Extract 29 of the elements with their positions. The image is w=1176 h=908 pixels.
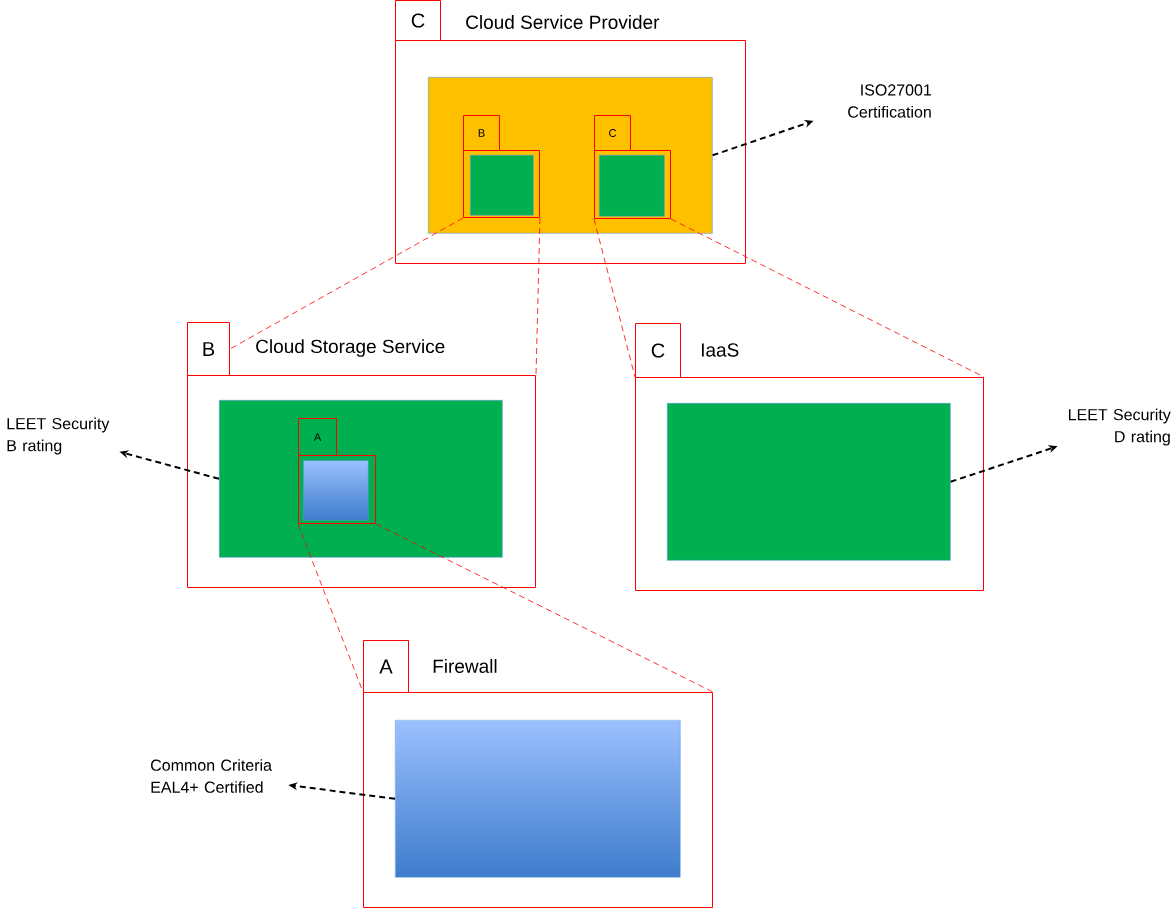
zoom-line [670, 218, 985, 378]
tag-box: B [463, 115, 500, 151]
heading: Firewall [433, 659, 497, 673]
tag-box: A [298, 418, 337, 456]
service-box [667, 403, 951, 561]
highlight-box [463, 150, 540, 218]
zoom-line [375, 523, 714, 693]
tag-box: A [363, 640, 409, 693]
highlight-box [594, 150, 671, 219]
annotation-text: ISO27001 Certification [848, 84, 931, 118]
component-box [470, 155, 534, 216]
zoom-line [535, 217, 541, 376]
tag-box: C [635, 323, 681, 378]
service-box [219, 400, 503, 558]
zoom-line [297, 523, 364, 693]
zoom-line [229, 217, 464, 350]
annotation-text: LEET Security D rating [1068, 408, 1171, 446]
heading: Cloud Service Provider [466, 15, 660, 29]
component-box [599, 155, 665, 217]
tag-box: C [594, 115, 631, 151]
tag-box: C [395, 0, 441, 41]
annotation-text: Common Criteria EAL4+ Certified [151, 759, 272, 793]
heading: IaaS [701, 343, 739, 357]
heading: Cloud Storage Service [256, 339, 445, 357]
tag-box: B [187, 322, 230, 376]
component-box [395, 720, 681, 878]
component-box [303, 460, 369, 521]
highlight-box [298, 455, 376, 524]
annotation-text: LEET Security B rating [7, 417, 110, 455]
